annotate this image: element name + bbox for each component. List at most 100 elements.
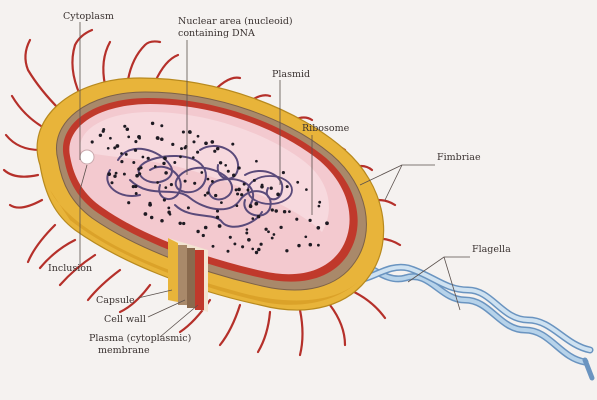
ribosome-dot	[109, 137, 112, 140]
cutaway-capsule	[168, 238, 178, 302]
ribosome-dot	[170, 183, 173, 186]
label-nuclear-area-line1: Nuclear area (nucleoid)	[178, 16, 293, 27]
label-plasma-membrane-line2: membrane	[98, 345, 150, 356]
ribosome-dot	[255, 160, 258, 163]
ribosome-dot	[316, 226, 320, 230]
ribosome-dot	[123, 125, 126, 128]
label-plasma-membrane-line1: Plasma (cytoplasmic)	[89, 333, 191, 344]
ribosome-dot	[125, 153, 128, 156]
label-capsule: Capsule	[96, 295, 135, 306]
ribosome-dot	[132, 161, 135, 164]
ribosome-dot	[206, 191, 209, 194]
ribosome-dot	[297, 244, 300, 247]
ribosome-dot	[232, 174, 236, 178]
label-cytoplasm: Cytoplasm	[63, 11, 114, 22]
ribosome-dot	[220, 201, 223, 204]
ribosome-dot	[260, 243, 263, 246]
ribosome-dot	[207, 178, 210, 181]
ribosome-dot	[236, 204, 239, 207]
ribosome-dot	[240, 193, 243, 196]
ribosome-dot	[270, 187, 273, 190]
ribosome-dot	[309, 243, 313, 247]
ribosome-dot	[235, 188, 238, 191]
ribosome-dot	[237, 166, 240, 169]
ribosome-dot	[179, 155, 182, 158]
label-nuclear-area-line2: containing DNA	[178, 28, 255, 39]
ribosome-dot	[274, 209, 277, 212]
ribosome-dot	[157, 137, 160, 140]
ribosome-dot	[182, 222, 185, 225]
ribosome-dot	[135, 192, 138, 195]
ribosome-dot	[134, 140, 137, 143]
cutaway-wall	[178, 245, 187, 305]
ribosome-dot	[167, 207, 170, 210]
ribosome-dot	[216, 210, 219, 213]
ribosome-dot	[285, 249, 288, 252]
ribosome-dot	[137, 167, 140, 170]
ribosome-dot	[224, 164, 227, 167]
ribosome-dot	[184, 180, 187, 183]
ribosome-dot	[110, 181, 113, 184]
ribosome-dot	[210, 140, 214, 144]
ribosome-dot	[196, 230, 199, 233]
ribosome-dot	[182, 130, 185, 133]
ribosome-dot	[173, 161, 176, 164]
ribosome-dot	[150, 216, 153, 219]
ribosome-dot	[126, 128, 130, 132]
ribosome-dot	[279, 226, 282, 229]
ribosome-dot	[187, 206, 190, 209]
ribosome-dot	[233, 242, 236, 245]
ribosome-dot	[204, 194, 207, 197]
ribosome-dot	[276, 193, 280, 197]
ribosome-dot	[144, 212, 148, 216]
ribosome-dot	[120, 152, 123, 155]
ribosome-dot	[160, 138, 164, 142]
ribosome-dot	[148, 203, 152, 207]
ribosome-dot	[253, 179, 256, 182]
ribosome-dot	[135, 174, 139, 178]
label-ribosome: Ribosome	[302, 123, 350, 134]
ribosome-dot	[171, 143, 174, 146]
ribosome-dot	[267, 230, 270, 233]
ribosome-dot	[202, 234, 205, 237]
ribosome-dot	[213, 150, 216, 153]
label-cell-wall: Cell wall	[104, 314, 146, 325]
ribosome-dot	[243, 183, 246, 186]
ribosome-dot	[212, 245, 215, 248]
ribosome-dot	[127, 201, 130, 204]
ribosome-dot	[107, 147, 110, 150]
ribosome-dot	[127, 136, 130, 139]
ribosome-dot	[154, 165, 157, 168]
ribosome-dot	[151, 122, 154, 125]
ribosome-dot	[160, 219, 164, 223]
ribosome-dot	[271, 237, 274, 240]
ribosome-dot	[318, 201, 321, 204]
ribosome-dot	[192, 140, 195, 143]
ribosome-dot	[251, 248, 254, 251]
ribosome-dot	[229, 236, 232, 239]
ribosome-dot	[162, 162, 165, 165]
ribosome-dot	[219, 161, 222, 164]
ribosome-dot	[214, 194, 217, 197]
ribosome-dot	[115, 172, 118, 175]
ribosome-dot	[169, 213, 172, 216]
ribosome-dot	[282, 171, 285, 174]
ribosome-dot	[273, 233, 276, 236]
ribosome-dot	[113, 146, 116, 149]
ribosome-dot	[247, 238, 251, 242]
ribosome-dot	[204, 226, 208, 230]
ribosome-dot	[200, 171, 203, 174]
ribosome-dot	[156, 181, 159, 184]
ribosome-dot	[245, 232, 248, 235]
ribosome-dot	[246, 228, 249, 231]
ribosome-dot	[271, 208, 274, 211]
ribosome-dot	[99, 134, 102, 137]
ribosome-dot	[193, 182, 196, 185]
ribosome-dot	[227, 170, 230, 173]
label-inclusion: Inclusion	[48, 263, 92, 274]
ribosome-dot	[251, 217, 254, 220]
ribosome-dot	[178, 222, 181, 225]
ribosome-dot	[241, 245, 244, 248]
ribosome-dot	[231, 143, 234, 146]
